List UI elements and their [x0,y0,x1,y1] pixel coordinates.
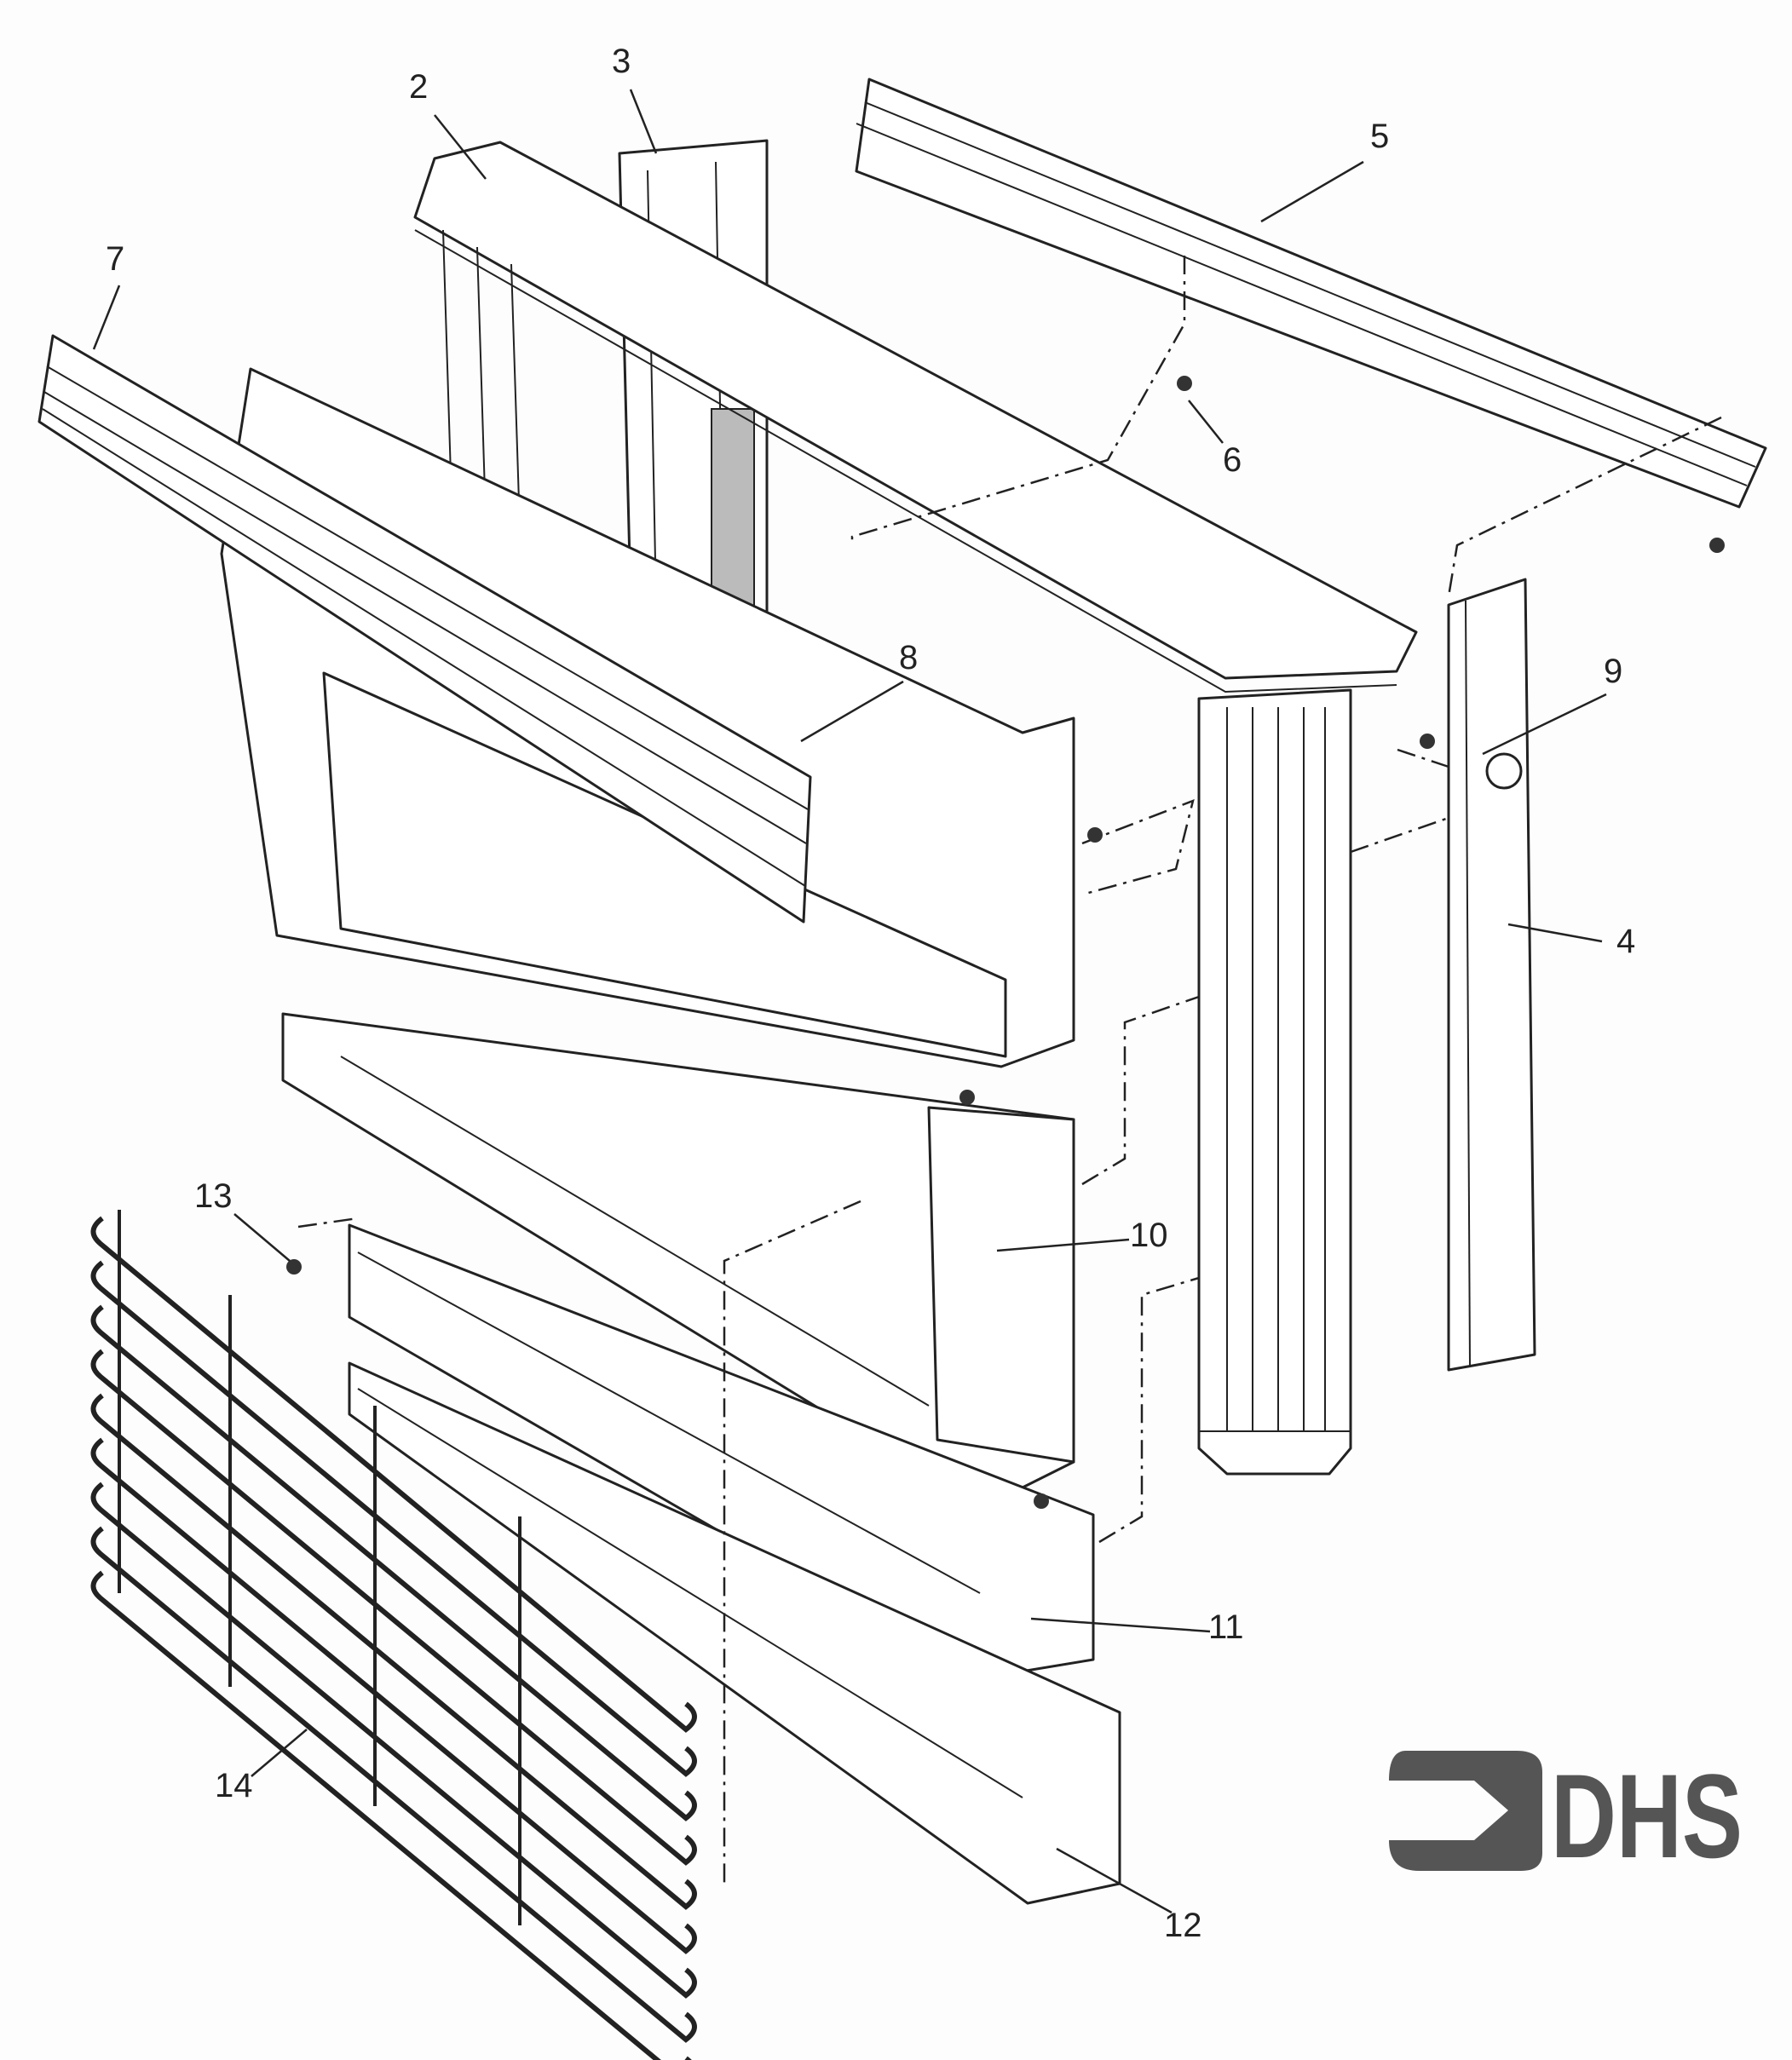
callout-4: 4 [1616,923,1636,960]
callout-12: 12 [1164,1907,1202,1944]
callout-13: 13 [194,1177,233,1215]
callout-leaders [92,89,1607,1914]
callout-11: 11 [1208,1608,1244,1646]
callout-5: 5 [1370,118,1390,155]
part-14-front-grille [90,1210,697,2060]
callout-10: 10 [1130,1217,1168,1254]
logo-text: DHS [1551,1749,1743,1883]
callout-8: 8 [899,639,919,676]
grille-bar [90,1482,697,1999]
grille-bar [90,1349,697,1866]
part-5-top-rail [855,78,1767,509]
grille-bar [90,1304,697,1821]
part-4-side-strip [1447,578,1536,1372]
grille-bar [90,1526,697,2043]
dhs-logo: DHS [1389,1749,1743,1883]
part-7-trim-grille [37,334,812,924]
part-2-top-panel [413,141,1418,693]
part-12-bottom-trim [348,1361,1121,1905]
grille-bar [90,1570,692,2060]
grille-bar [90,1393,697,1910]
callout-14: 14 [215,1767,253,1804]
grille-bar [90,1260,697,1777]
part-11-lower-trim [348,1223,1095,1681]
callout-6: 6 [1223,441,1242,479]
arrow-icon [1389,1751,1542,1871]
callout-7: 7 [106,240,125,278]
part-10-firebox-tray [281,1012,1075,1510]
callout-2: 2 [409,68,429,106]
assembly-lines [297,256,1722,1883]
callout-3: 3 [612,43,631,80]
side-leg [1197,688,1352,1476]
grille-bar [90,1216,697,1733]
callout-9: 9 [1604,653,1623,690]
grille-bar [90,1437,697,1954]
screw-icons [286,376,1725,1509]
